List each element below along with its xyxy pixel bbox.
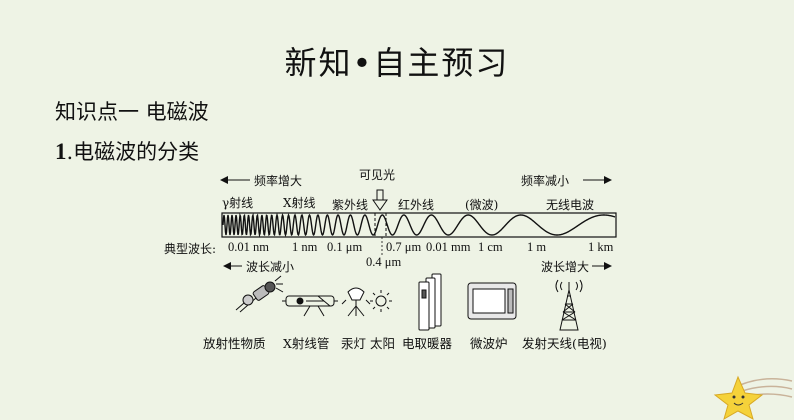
microwave-oven-icon — [467, 282, 517, 320]
wavelength-value: 1 nm — [292, 240, 318, 254]
sun-icon — [370, 290, 392, 312]
band-label-radio: 无线电波 — [546, 198, 595, 212]
wavelength-value: 0.01 nm — [228, 240, 269, 254]
mercury-lamp-icon — [341, 287, 371, 317]
transmitting-antenna-icon — [555, 279, 583, 331]
frequency-decrease-label: 频率减小 — [521, 174, 570, 188]
source-label-antenna: 发射天线(电视) — [522, 336, 607, 351]
band-label-xray: X射线 — [283, 196, 316, 210]
section-heading: 知识点一 电磁波 — [55, 100, 209, 124]
band-label-ultraviolet: 紫外线 — [332, 198, 369, 212]
typical-wavelength-label: 典型波长: — [164, 242, 217, 256]
visible-wavelength-value: 0.4 μm — [366, 255, 402, 269]
subsection-text: .电磁波的分类 — [66, 140, 200, 164]
x-ray-tube-icon — [282, 295, 338, 317]
left-arrow-icon — [220, 176, 250, 184]
band-label-microwave: (微波) — [465, 198, 499, 212]
subsection-heading: 1.电磁波的分类 — [55, 136, 199, 166]
source-label-mercury-lamp: 汞灯 — [341, 336, 367, 351]
right-arrow-icon — [583, 176, 612, 184]
band-label-infrared: 红外线 — [398, 198, 435, 212]
down-arrow-icon — [372, 189, 388, 211]
wavelength-increase-label: 波长增大 — [541, 260, 590, 274]
electric-heater-icon — [418, 273, 442, 331]
right-arrow-icon — [592, 262, 612, 270]
band-label-gamma: γ射线 — [222, 196, 254, 210]
wavelength-value: 1 cm — [478, 240, 503, 254]
wavelength-value: 1 km — [588, 240, 614, 254]
source-label-heater: 电取暖器 — [402, 336, 453, 351]
visible-light-label: 可见光 — [359, 168, 396, 182]
wavelength-value: 0.01 mm — [426, 240, 471, 254]
radioactive-source-icon — [235, 275, 284, 313]
source-label-xray-tube: X射线管 — [283, 336, 330, 351]
spectrum-band — [221, 212, 617, 238]
left-arrow-icon — [223, 262, 242, 270]
wavelength-decrease-label: 波长减小 — [246, 260, 295, 274]
subsection-number: 1 — [55, 139, 67, 164]
wavelength-value: 1 m — [527, 240, 547, 254]
star-decoration-icon — [713, 375, 793, 420]
wavelength-value: 0.1 μm — [327, 240, 363, 254]
source-label-radioactive: 放射性物质 — [203, 336, 266, 351]
page-title: 新知•自主预习 — [284, 44, 510, 82]
wavelength-value: 0.7 μm — [386, 240, 422, 254]
wave-curve — [222, 212, 616, 238]
source-label-sun: 太阳 — [370, 336, 396, 351]
frequency-increase-label: 频率增大 — [254, 174, 303, 188]
source-label-microwave: 微波炉 — [470, 336, 508, 351]
